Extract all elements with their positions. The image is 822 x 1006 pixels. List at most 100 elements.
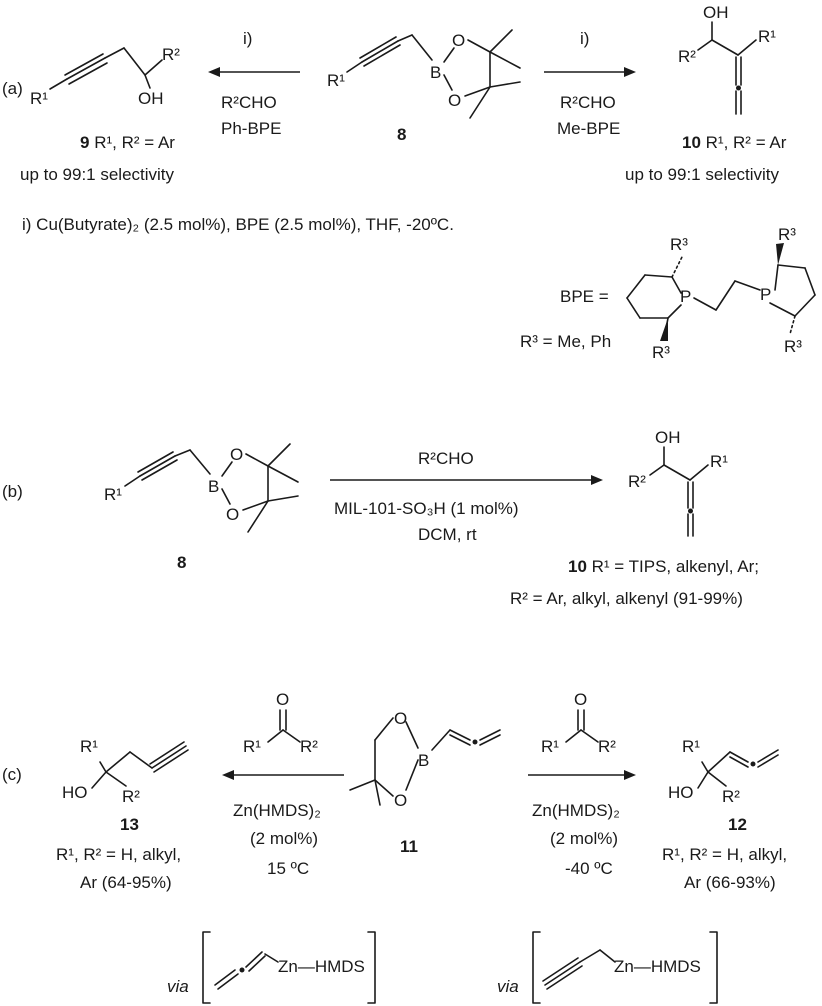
atom-p: P [760,285,771,304]
atom-r2: R² [300,737,318,756]
product-13-label: 13 [120,815,139,834]
atom-r3: R³ [652,343,670,362]
atom-r2: R² [162,45,180,64]
atom-r3: R³ [784,337,802,356]
atom-r1: R¹ [758,27,776,46]
product-9-selectivity: up to 99:1 selectivity [20,165,175,184]
temp-c-right: -40 ºC [565,859,613,878]
starting-material-11-structure: O B O [349,709,501,810]
ligand-ph-bpe: Ph-BPE [221,119,281,138]
atom-r1: R¹ [710,452,728,471]
intermediate-left: via Zn—HMDS [167,931,376,1004]
atom-o: O [226,505,239,524]
atom-r1: R¹ [327,71,345,90]
atom-r3: R³ [670,235,688,254]
product-10b-structure: OH R² R¹ [628,428,728,537]
atom-oh: OH [138,89,164,108]
arrow-b [330,475,603,485]
arrow-c-right [528,770,636,780]
atom-o: O [230,445,243,464]
panel-c: (c) R¹ HO R² 13 R¹, R² = H, alkyl, Ar (6… [2,690,787,1004]
product-13-line1: R¹, R² = H, alkyl, [56,845,181,864]
atom-oh: OH [703,3,729,22]
atom-p: P [680,287,691,306]
zn-hmds-right: Zn—HMDS [614,957,701,976]
panel-a: (a) R¹ R² OH 9 R¹, R² = Ar up to 99:1 se… [2,3,816,362]
arrow-c-left [222,770,344,780]
reagent-a-left: R²CHO [221,93,277,112]
loading-c-left: (2 mol%) [250,829,318,848]
loading-c-right: (2 mol%) [550,829,618,848]
reagent-a-right: R²CHO [560,93,616,112]
atom-o: O [448,91,461,110]
atom-b: B [430,63,441,82]
atom-o: O [394,709,407,728]
ketone-right-structure: O R¹ R² [541,690,616,756]
step-a-left: i) [243,29,252,48]
catalyst-c-left: Zn(HMDS)₂ [233,801,321,820]
atom-r2: R² [122,787,140,806]
catalyst-b: MIL-101-SO₃H (1 mol%) [334,499,519,518]
catalyst-c-right: Zn(HMDS)₂ [532,801,620,820]
product-12-structure: R¹ HO R² [668,737,779,806]
atom-r2: R² [598,737,616,756]
starting-material-8-label: 8 [397,125,406,144]
starting-material-8b-label: 8 [177,553,186,572]
atom-r1: R¹ [541,737,559,756]
via-left-label: via [167,977,189,996]
atom-r1: R¹ [104,485,122,504]
zn-hmds-left: Zn—HMDS [278,957,365,976]
atom-o: O [574,690,587,709]
panel-a-label: (a) [2,79,23,98]
temp-c-left: 15 ºC [267,859,309,878]
step-a-right: i) [580,29,589,48]
starting-material-11-label: 11 [400,837,418,856]
product-9-label: 9 R¹, R² = Ar [80,133,175,152]
product-10b-line1: 10 R¹ = TIPS, alkenyl, Ar; [568,557,759,576]
product-13-line2: Ar (64-95%) [80,873,172,892]
via-right-label: via [497,977,519,996]
solvent-b: DCM, rt [418,525,477,544]
reagent-b: R²CHO [418,449,474,468]
atom-o: O [276,690,289,709]
starting-material-8-structure: R¹ B O O [327,29,521,119]
product-12-line1: R¹, R² = H, alkyl, [662,845,787,864]
starting-material-8b-structure: R¹ B O O [104,443,299,533]
bpe-structure: P R³ R³ P R³ R³ [626,225,816,362]
panel-c-label: (c) [2,765,22,784]
ligand-me-bpe: Me-BPE [557,119,620,138]
product-12-label: 12 [728,815,747,834]
atom-r1: R¹ [243,737,261,756]
atom-r3: R³ [778,225,796,244]
atom-r1: R¹ [30,89,48,108]
atom-o: O [452,31,465,50]
atom-b: B [208,477,219,496]
bpe-label: BPE = [560,287,609,306]
atom-ho: HO [668,783,694,802]
product-9-structure: R¹ R² OH [30,45,180,108]
product-10b-line2: R² = Ar, alkyl, alkenyl (91-99%) [510,589,743,608]
product-10-selectivity: up to 99:1 selectivity [625,165,780,184]
ketone-left-structure: O R¹ R² [243,690,318,756]
atom-r2: R² [678,47,696,66]
product-10-label: 10 R¹, R² = Ar [682,133,787,152]
atom-ho: HO [62,783,88,802]
arrow-a-left [208,67,300,77]
intermediate-right: via Zn—HMDS [497,931,718,1004]
atom-b: B [418,751,429,770]
conditions-text: i) Cu(Butyrate)₂ (2.5 mol%), BPE (2.5 mo… [22,215,454,234]
product-13-structure: R¹ HO R² [62,737,189,806]
atom-r2: R² [722,787,740,806]
arrow-a-right [544,67,636,77]
atom-r1: R¹ [682,737,700,756]
atom-r1: R¹ [80,737,98,756]
panel-b-label: (b) [2,482,23,501]
r3-definition: R³ = Me, Ph [520,332,611,351]
product-12-line2: Ar (66-93%) [684,873,776,892]
product-10-structure: OH R² R¹ [678,3,776,115]
atom-oh: OH [655,428,681,447]
atom-o: O [394,791,407,810]
panel-b: (b) R¹ B O O 8 R² [2,428,759,608]
atom-r2: R² [628,472,646,491]
